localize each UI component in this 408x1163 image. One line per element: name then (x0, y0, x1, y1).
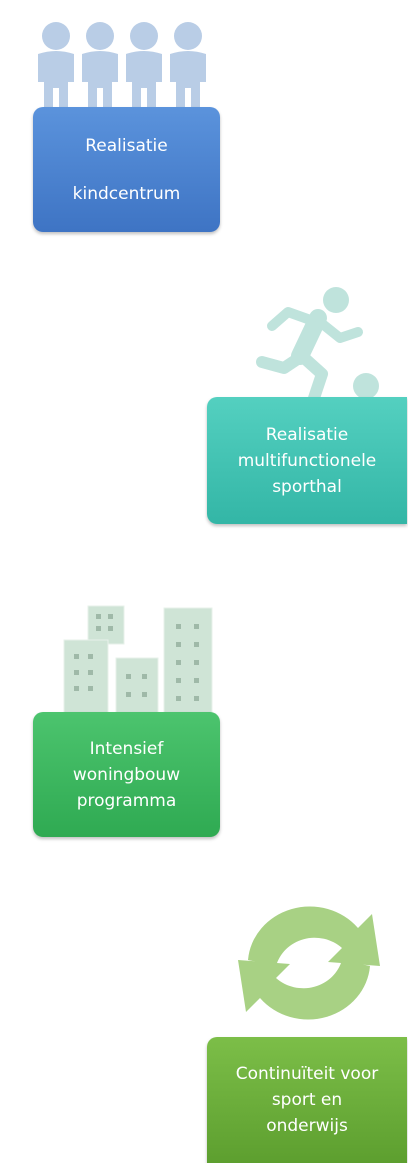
buildings-icon (63, 605, 213, 718)
card-line: Intensief (89, 738, 164, 759)
card-line: Realisatie (85, 135, 168, 156)
card-kindcentrum: Realisatie kindcentrum (33, 107, 220, 232)
card-line: sport en (271, 1090, 343, 1110)
card-continuiteit: Continuïteit voor sport en onderwijs (207, 1037, 407, 1163)
card-line: kindcentrum (72, 183, 181, 204)
children-group-icon (38, 22, 206, 110)
card-line: programma (76, 790, 177, 811)
card-line: sporthal (272, 476, 342, 497)
card-line: Realisatie (265, 424, 349, 445)
refresh-cycle-icon (238, 906, 380, 1020)
card-sporthal: Realisatie multifunctionele sporthal (207, 397, 407, 524)
card-line: multifunctionele (237, 450, 377, 471)
card-line: woningbouw (72, 764, 181, 785)
card-woningbouw: Intensief woningbouw programma (33, 712, 220, 837)
running-person-icon (256, 287, 379, 404)
card-line: Continuïteit voor (235, 1064, 379, 1084)
card-line: onderwijs (266, 1116, 348, 1136)
